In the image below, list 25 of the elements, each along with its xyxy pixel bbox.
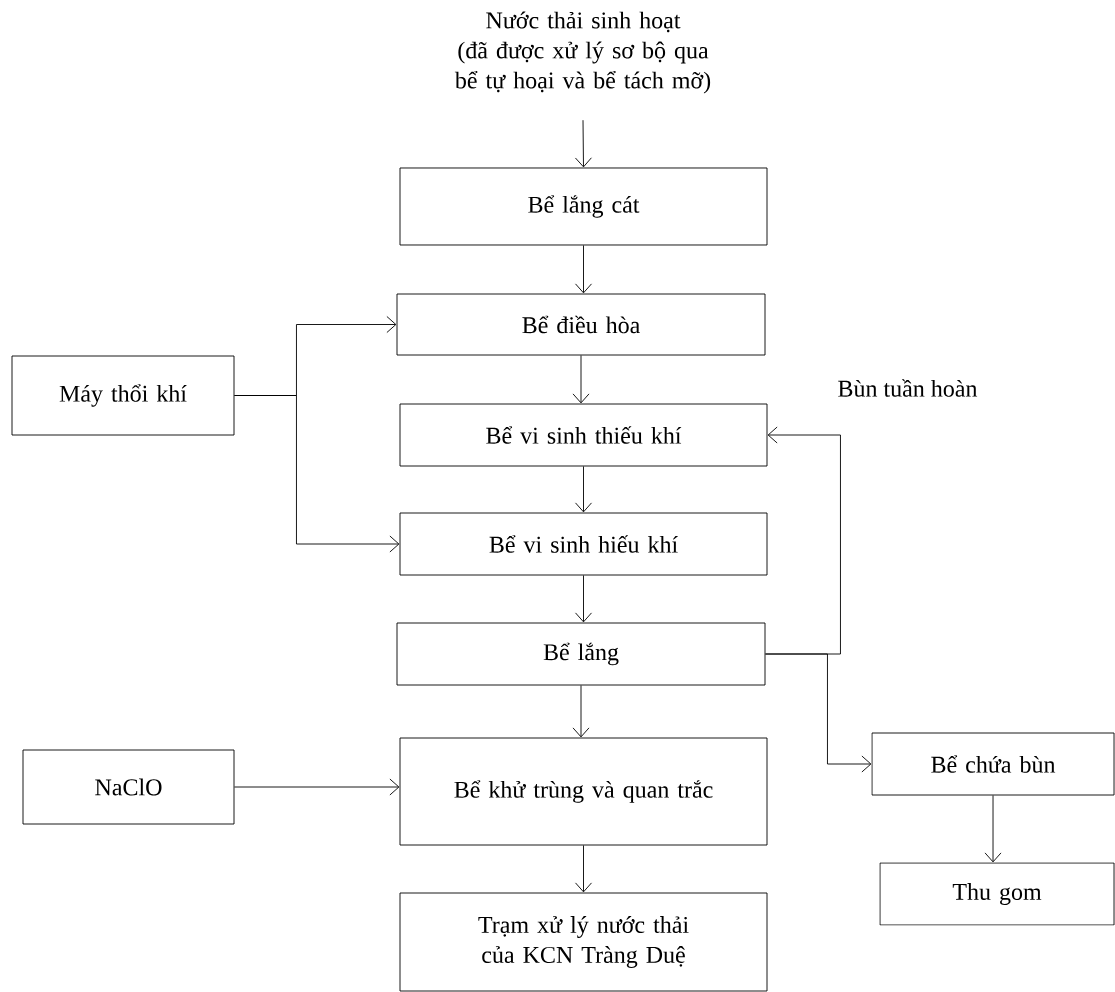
process-box: NaClO [22, 749, 235, 825]
process-box: Bể lắng cát [399, 167, 768, 246]
arrow [984, 795, 1002, 863]
edge-label: Bùn tuần hoàn [836, 378, 979, 398]
process-box: Thu gom [879, 862, 1115, 926]
arrow [572, 355, 590, 404]
process-box: Bể chứa bùn [871, 732, 1115, 796]
process-box: Máy thổi khí [11, 355, 235, 436]
arrow [575, 466, 592, 513]
arrow [575, 575, 592, 623]
process-box: Bể lắng [396, 622, 766, 686]
arrow [572, 685, 590, 738]
process-box: Bể vi sinh thiếu khí [399, 403, 768, 467]
process-box: Trạm xử lý nước thải của KCN Tràng Duệ [399, 892, 768, 992]
source-text: Nước thải sinh hoạt (đã được xử lý sơ bộ qua bể tự hoại và bể tách mỡ) [454, 11, 711, 94]
arrow [575, 845, 592, 893]
arrow [765, 653, 872, 773]
arrow [575, 245, 592, 294]
arrow [765, 426, 841, 655]
arrow [234, 395, 400, 553]
arrow [574, 119, 592, 168]
process-box: Bể khử trùng và quan trắc [399, 737, 768, 846]
arrow [234, 778, 400, 796]
process-box: Bể điều hòa [396, 293, 766, 356]
process-box: Bể vi sinh hiếu khí [399, 512, 768, 576]
